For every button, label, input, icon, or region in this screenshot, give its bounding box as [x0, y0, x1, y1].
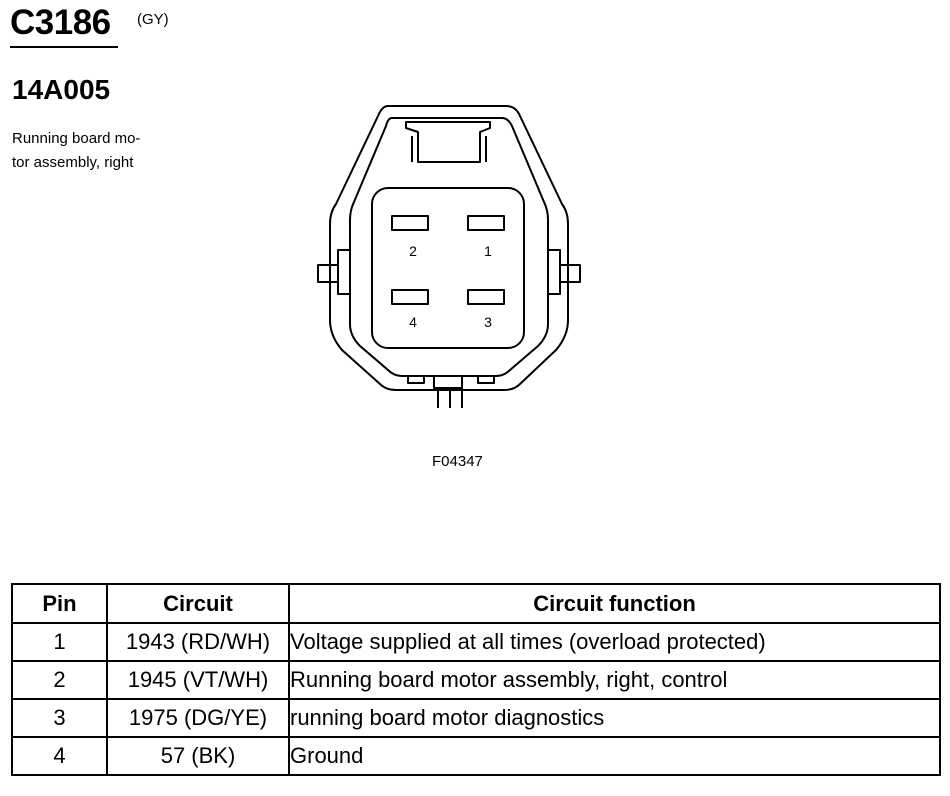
circuit-cell: 1945 (VT/WH)	[106, 660, 290, 700]
pin-label-1: 1	[484, 243, 492, 259]
pin-cavity	[371, 187, 525, 349]
pin-label-2: 2	[409, 243, 417, 259]
bottom-key-left	[407, 375, 425, 384]
column-header-function: Circuit function	[288, 583, 941, 624]
pin-terminal-1	[467, 215, 505, 231]
circuit-cell: 1943 (RD/WH)	[106, 622, 290, 662]
figure-reference: F04347	[432, 453, 483, 470]
pin-label-3: 3	[484, 314, 492, 330]
description-line-2: tor assembly, right	[12, 154, 134, 171]
bottom-key-right	[477, 375, 495, 384]
connector-left-tab	[317, 249, 350, 295]
connector-right-tab	[548, 249, 581, 295]
pin-cell: 4	[11, 736, 108, 776]
function-cell: running board motor diagnostics	[288, 698, 941, 738]
pin-cell: 3	[11, 698, 108, 738]
function-cell: Running board motor assembly, right, con…	[288, 660, 941, 700]
pin-cell: 2	[11, 660, 108, 700]
pin-terminal-4	[391, 289, 429, 305]
table-row: 2 1945 (VT/WH) Running board motor assem…	[11, 660, 941, 700]
table-row: 4 57 (BK) Ground	[11, 736, 941, 776]
function-cell: Voltage supplied at all times (overload …	[288, 622, 941, 662]
part-number: 14A005	[12, 74, 111, 105]
connector-outer-housing	[329, 105, 569, 391]
column-header-circuit: Circuit	[106, 583, 290, 624]
pin-label-4: 4	[409, 314, 417, 330]
pin-terminal-2	[391, 215, 429, 231]
connector-face-diagram: 2 1 4 3	[317, 105, 581, 408]
bottom-key-center	[433, 375, 463, 389]
pin-cell: 1	[11, 622, 108, 662]
circuit-cell: 57 (BK)	[106, 736, 290, 776]
pin-table: Pin Circuit Circuit function 1 1943 (RD/…	[11, 583, 941, 776]
table-row: 1 1943 (RD/WH) Voltage supplied at all t…	[11, 622, 941, 662]
connector-latch	[405, 121, 491, 163]
connector-id: C3186	[10, 3, 111, 42]
column-header-pin: Pin	[11, 583, 108, 624]
circuit-cell: 1975 (DG/YE)	[106, 698, 290, 738]
connector-id-underline	[10, 46, 118, 48]
pin-terminal-3	[467, 289, 505, 305]
color-code: (GY)	[137, 11, 169, 28]
table-header-row: Pin Circuit Circuit function	[11, 583, 941, 624]
component-description: Running board mo- tor assembly, right	[12, 127, 140, 175]
function-cell: Ground	[288, 736, 941, 776]
connector-inner-housing	[349, 117, 549, 377]
description-line-1: Running board mo-	[12, 130, 141, 147]
table-row: 3 1975 (DG/YE) running board motor diagn…	[11, 698, 941, 738]
